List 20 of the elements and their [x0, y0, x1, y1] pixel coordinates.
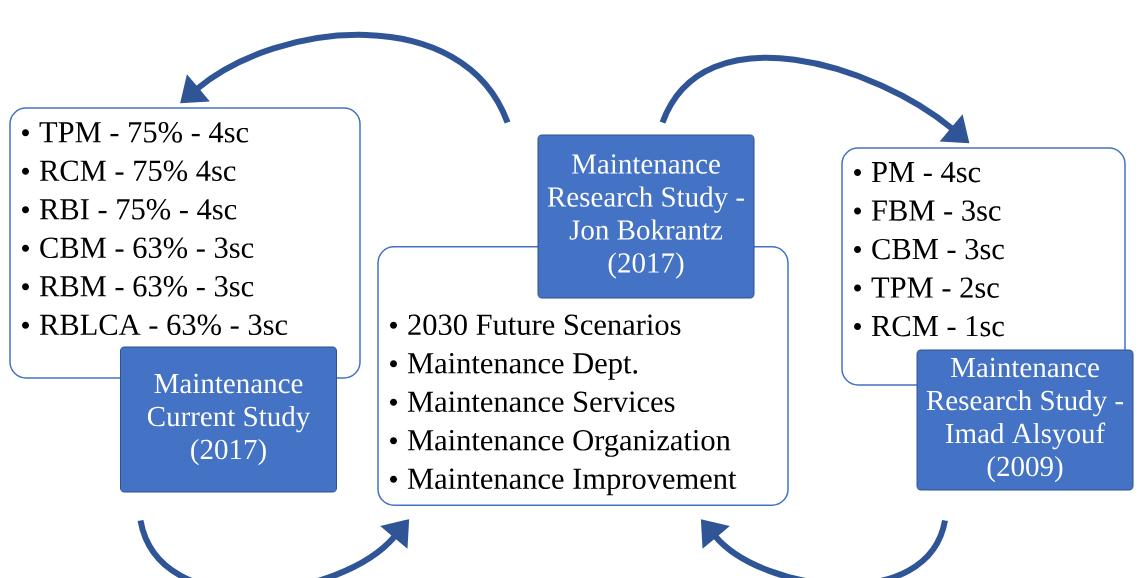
list-item: PM - 4sc — [871, 162, 981, 183]
list-item: RCM - 1sc — [871, 315, 1004, 337]
list-item: TPM - 75% - 4sc — [39, 122, 249, 143]
title-box: Maintenance Current Study (2017) — [120, 346, 337, 493]
list-item: FBM - 3sc — [871, 200, 1001, 221]
list-item: Maintenance Dept. — [407, 353, 638, 380]
list-item: Maintenance Organization — [407, 430, 731, 457]
list-box — [841, 147, 1126, 386]
title-box: Maintenance Research Study - Jon Bokrantz (2017) — [537, 134, 755, 299]
list-item: CBM - 3sc — [872, 238, 1004, 260]
list-item: TPM - 2sc — [871, 277, 999, 298]
list-item: RBLCA - 63% - 3sc — [39, 314, 288, 336]
list-item: Maintenance Services — [407, 391, 675, 413]
list-item: RBI - 75% - 4sc — [39, 199, 237, 220]
list-item: Maintenance Improvement — [407, 468, 737, 496]
list-item: 2030 Future Scenarios — [408, 314, 681, 336]
title-box: Maintenance Research Study - Imad Alsyouf (2009) — [916, 349, 1134, 491]
list-item: RBM - 63% - 3sc — [39, 276, 254, 297]
list-item: RCM - 75% 4sc — [39, 160, 236, 182]
list-item: CBM - 63% - 3sc — [40, 237, 254, 259]
